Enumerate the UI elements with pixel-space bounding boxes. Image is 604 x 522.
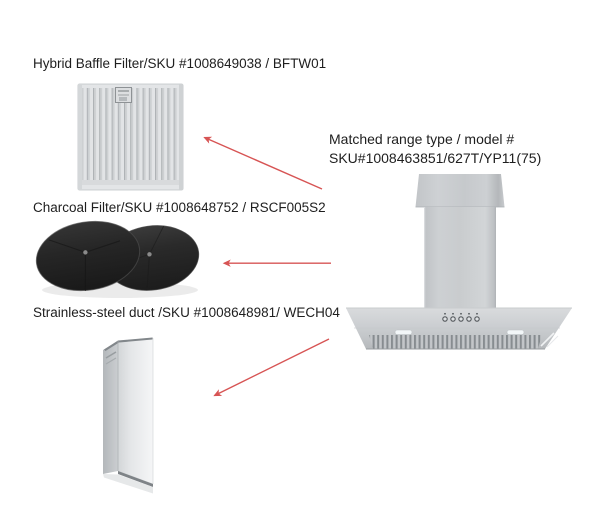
duct-image xyxy=(103,337,154,494)
range-hood-image xyxy=(346,174,572,350)
arrow-to-duct xyxy=(213,338,330,397)
matched-range-label-line1: Matched range type / model # xyxy=(329,131,515,147)
pointer-arrows xyxy=(203,136,331,397)
baffle-filter-label: Hybrid Baffle Filter/SKU #1008649038 / B… xyxy=(33,56,327,71)
arrow-to-baffle-filter xyxy=(203,136,323,190)
charcoal-filters-image xyxy=(35,220,200,298)
matched-range-label-line2: SKU#1008463851/627T/YP11(75) xyxy=(329,150,542,166)
charcoal-filter-label: Charcoal Filter/SKU #1008648752 / RSCF00… xyxy=(33,200,326,215)
duct-label: Strainless-steel duct /SKU #1008648981/ … xyxy=(33,305,340,320)
matched-range-label: Matched range type / model # SKU#1008463… xyxy=(329,130,541,168)
baffle-filter-image xyxy=(77,83,184,191)
hood-control-buttons xyxy=(442,312,480,322)
